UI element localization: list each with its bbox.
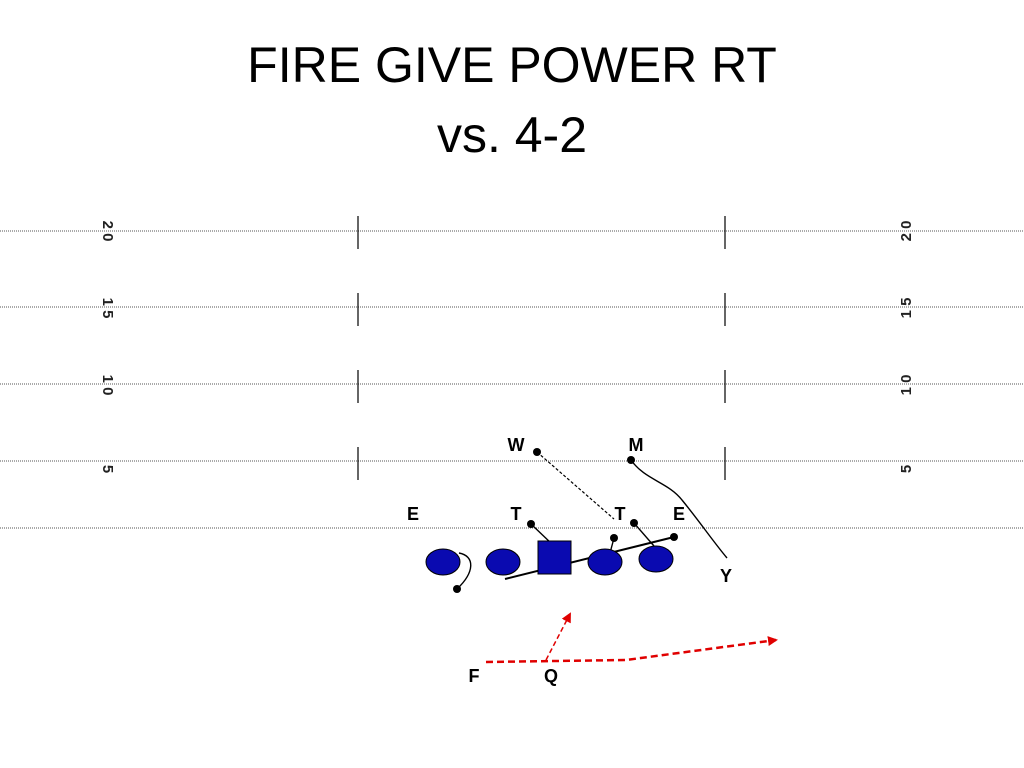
e-left-rush-dot: [453, 585, 461, 593]
yard-number-right-5: 5: [898, 465, 915, 473]
yard-number-right-10: 1 0: [898, 375, 915, 396]
player-labels: W M E T T E Y F Q: [407, 435, 732, 686]
play-title: FIRE GIVE POWER RT: [247, 37, 777, 93]
m-defender-dot: [627, 456, 635, 464]
yard-number-left-5: 5: [99, 465, 116, 473]
label-q: Q: [544, 666, 558, 686]
right-tackle: [638, 545, 674, 573]
yard-numbers: 2 0 2 0 1 5 1 5 1 0 1 0 5 5: [99, 221, 915, 474]
label-m: M: [629, 435, 644, 455]
w-defender-dot: [533, 448, 541, 456]
hash-marks: [357, 216, 726, 480]
label-e-right: E: [673, 504, 685, 524]
label-e-left: E: [407, 504, 419, 524]
label-y: Y: [720, 566, 732, 586]
label-f: F: [469, 666, 480, 686]
right-guard: [587, 548, 623, 576]
offensive-line: [425, 540, 674, 576]
yard-number-right-20: 2 0: [898, 221, 915, 242]
play-subtitle: vs. 4-2: [436, 107, 588, 163]
backfield-routes: [485, 612, 778, 664]
label-t-left: T: [511, 504, 522, 524]
yard-number-left-15: 1 5: [99, 298, 116, 319]
q-path: [545, 612, 571, 661]
yard-lines: [0, 230, 1024, 529]
left-guard: [485, 548, 521, 576]
label-w: W: [508, 435, 525, 455]
m-path: [630, 459, 728, 559]
label-t-right: T: [615, 504, 626, 524]
center: [537, 540, 572, 575]
left-tackle: [425, 548, 461, 576]
f-run-path: [485, 636, 778, 664]
yard-number-right-15: 1 5: [898, 298, 915, 319]
e-left-path: [456, 552, 472, 590]
yard-number-left-20: 2 0: [99, 221, 116, 242]
w-blitz-path: [536, 451, 615, 520]
yard-number-left-10: 1 0: [99, 375, 116, 396]
